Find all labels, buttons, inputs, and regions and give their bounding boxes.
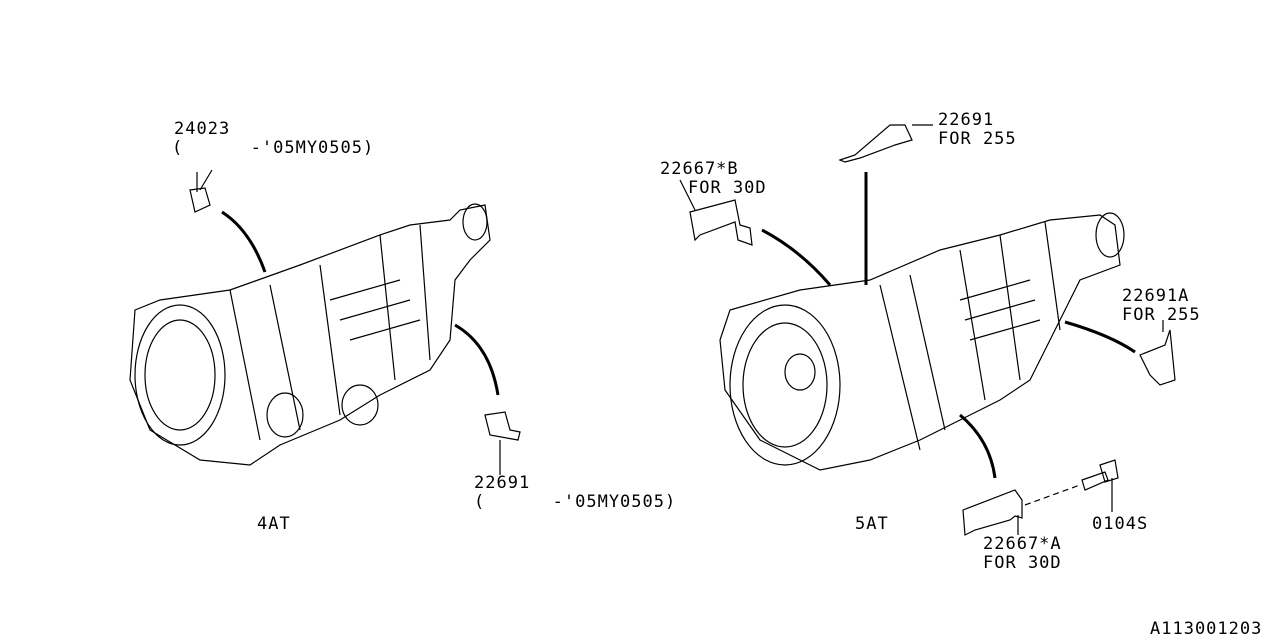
- part-label-22691-4at[interactable]: 22691: [474, 473, 531, 493]
- part-label-22691-5at[interactable]: 22691: [938, 110, 995, 130]
- part-note-22691-4at: ( -'05MY0505): [474, 492, 677, 512]
- part-22667a-icon: [962, 489, 1023, 536]
- transmission-4at: [129, 203, 491, 466]
- diagram-id: A113001203: [1150, 619, 1263, 639]
- part-note-22691a: FOR 255: [1122, 305, 1201, 325]
- transmission-5at: [719, 212, 1125, 471]
- leader-22667b: [761, 228, 832, 286]
- part-label-22667b[interactable]: 22667*B: [660, 159, 739, 179]
- assembly-title-5at: 5AT: [855, 514, 889, 534]
- leader-22667a: [959, 413, 997, 479]
- leader-line: [679, 179, 696, 211]
- part-note-22667b: FOR 30D: [688, 178, 767, 198]
- bolt-0104s-icon: [1081, 459, 1119, 491]
- part-note-22667a: FOR 30D: [983, 553, 1062, 573]
- part-note-22691-5at: FOR 255: [938, 129, 1017, 149]
- part-22691a-icon: [1139, 329, 1176, 386]
- part-label-0104s[interactable]: 0104S: [1092, 514, 1149, 534]
- leader-24023: [221, 210, 267, 273]
- part-label-22691a[interactable]: 22691A: [1122, 286, 1190, 306]
- part-22691-5at-icon: [838, 124, 913, 163]
- part-22691-4at-icon: [484, 411, 521, 441]
- part-label-24023[interactable]: 24023: [174, 119, 231, 139]
- part-note-24023: ( -'05MY0505): [172, 138, 375, 158]
- assembly-title-4at: 4AT: [257, 514, 291, 534]
- leader-22691-4at: [454, 323, 500, 396]
- part-24023-icon: [189, 169, 213, 213]
- part-label-22667a[interactable]: 22667*A: [983, 534, 1062, 554]
- leader-22691a: [1064, 320, 1136, 354]
- dashed-line: [1024, 484, 1081, 506]
- part-22667b-icon: [689, 199, 753, 246]
